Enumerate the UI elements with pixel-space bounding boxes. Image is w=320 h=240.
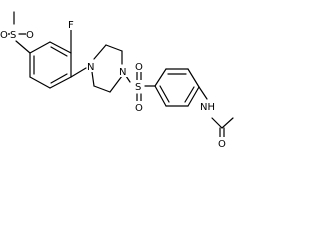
bond-ring1-e [29, 76, 51, 89]
bond-ring2-a [154, 68, 167, 87]
atom-bg [0, 28, 8, 40]
bond-ring-nh [198, 86, 208, 100]
atom-bg [218, 137, 226, 149]
atom-label-o: O [0, 30, 8, 41]
atom-bg [87, 60, 96, 72]
bond-carbonyl-methyl [221, 117, 234, 129]
atom-bg [10, 28, 18, 40]
bonds [2, 11, 234, 140]
bond-ring2-c [187, 68, 200, 88]
bond-ring2-f-double [159, 85, 170, 103]
atom-bg [135, 80, 143, 92]
atom-bg [68, 18, 76, 30]
atom-label-o: O [26, 30, 34, 41]
bond-ring2-d [187, 86, 200, 107]
atom-bg [200, 100, 215, 112]
bond-pip-b [105, 44, 123, 52]
bond-nh-carbonyl [211, 117, 223, 129]
atom-label-s: S [135, 82, 141, 93]
bond-ring1-b [49, 41, 72, 54]
chemical-structure: O S O F N N O S O NH O [0, 11, 234, 149]
bond-ring2-f [154, 85, 167, 107]
atom-label-o: O [135, 103, 143, 114]
bond-pip-a [93, 44, 107, 60]
bond-pip-f [91, 71, 95, 87]
bond-pip-d [109, 75, 123, 93]
atom-bg [26, 28, 34, 40]
bond-ring1-d-double [50, 73, 68, 84]
atom-labels: O S O F N N O S O NH O [0, 18, 226, 149]
bond-s-ring [15, 40, 31, 54]
atom-label-n: N [119, 67, 126, 78]
bond-ring1-d [49, 76, 72, 89]
atom-bg [135, 101, 143, 113]
bond-ring1-a [29, 41, 51, 54]
bond-ring1-b-double [50, 46, 68, 57]
atom-label-s: S [10, 30, 16, 41]
atom-label-o: O [135, 62, 143, 73]
atom-label-o: O [218, 139, 226, 149]
bond-ring-piperazine [70, 67, 87, 78]
atom-label-n: N [87, 62, 94, 73]
bond-pip-e [93, 85, 111, 93]
atom-label-nh: NH [200, 102, 215, 113]
bond-ring2-d-double [184, 86, 195, 103]
atom-bg [135, 60, 143, 72]
atom-label-f: F [68, 20, 74, 31]
atom-bg [119, 65, 128, 77]
